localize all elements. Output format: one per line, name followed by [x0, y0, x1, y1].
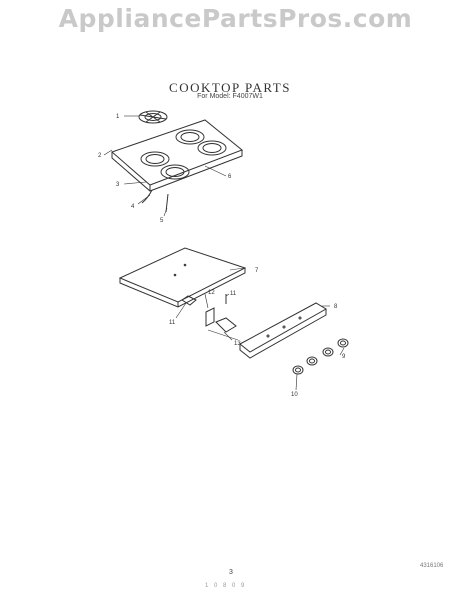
wire-harness — [141, 189, 153, 204]
callout-4: 4 — [131, 204, 135, 210]
callout-2: 2 — [98, 153, 102, 159]
hinge-bracket — [181, 295, 237, 333]
print-marks: 1 0 8 0 9 — [205, 583, 247, 589]
burner-grate — [138, 110, 168, 124]
burner-rear-left — [175, 129, 205, 145]
model-subtitle: For Model: F4007W1 — [197, 93, 263, 100]
callout-11-lower: 11 — [169, 320, 176, 326]
control-knob — [292, 365, 304, 375]
callout-7: 7 — [255, 268, 259, 274]
control-knob — [337, 338, 349, 348]
burner-front-left — [140, 151, 170, 167]
control-panel-trim — [239, 302, 327, 359]
oven-bottom-panel — [118, 247, 247, 308]
callout-10: 10 — [291, 392, 298, 398]
burner-rear-right — [197, 140, 227, 156]
page-number: 3 — [229, 569, 233, 576]
control-knob — [306, 356, 318, 366]
callout-5: 5 — [160, 218, 164, 224]
page-title: COOKTOP PARTS — [169, 80, 291, 95]
document-code: 4316106 — [420, 563, 444, 569]
callout-9: 9 — [342, 354, 346, 360]
callout-8: 8 — [334, 304, 338, 310]
cooktop-panel — [111, 119, 243, 192]
burner-front-right — [160, 164, 190, 180]
callout-12: 12 — [208, 290, 215, 296]
control-knob — [322, 347, 334, 357]
site-watermark: AppliancePartsPros.com — [58, 4, 413, 33]
callout-1: 1 — [116, 114, 120, 120]
callout-11-upper: 11 — [230, 291, 237, 297]
callout-3: 3 — [116, 182, 120, 188]
callout-13: 13 — [234, 341, 241, 347]
callout-6: 6 — [228, 174, 232, 180]
